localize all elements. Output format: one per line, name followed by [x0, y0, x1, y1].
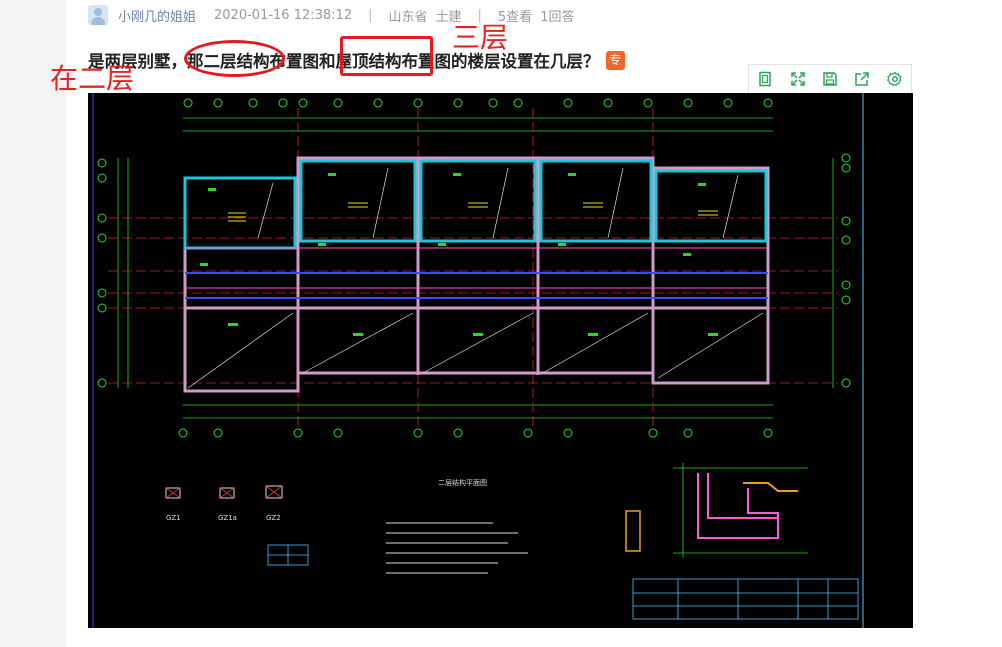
annotation-circle	[184, 40, 285, 77]
column-label-gz1: GZ1	[166, 514, 181, 522]
share-icon[interactable]	[853, 70, 871, 88]
fit-page-icon[interactable]	[756, 70, 774, 88]
pro-badge: 专	[605, 50, 625, 70]
user-avatar[interactable]	[88, 5, 108, 25]
answer-count: 1回答	[540, 9, 575, 25]
post-datetime: 2020-01-16 12:38:12	[214, 7, 353, 23]
location: 山东省	[388, 9, 428, 25]
column-label-gz2: GZ2	[266, 514, 281, 522]
separator: |	[368, 7, 373, 23]
annotation-top-note: 三层	[452, 21, 509, 54]
fullscreen-icon[interactable]	[789, 70, 807, 88]
drawing-legend-label: 二层结构平面图	[438, 478, 487, 487]
annotation-left-note: 在二层	[50, 62, 135, 95]
save-icon[interactable]	[821, 70, 839, 88]
settings-icon[interactable]	[886, 70, 904, 88]
annotation-rectangle	[340, 36, 433, 76]
question-meta: 小刚几的姐姐 2020-01-16 12:38:12 | 山东省 土建 | 5查…	[88, 4, 574, 26]
category[interactable]: 土建	[435, 9, 462, 25]
author-name[interactable]: 小刚几的姐姐	[118, 9, 197, 25]
cad-plan: GZ1 GZ1a GZ2 二层结构平面图	[92, 93, 864, 628]
view-count: 5查看	[497, 9, 533, 25]
separator: |	[477, 7, 482, 23]
image-toolbar	[748, 64, 912, 93]
cad-drawing-image[interactable]: GZ1 GZ1a GZ2 二层结构平面图	[88, 93, 913, 628]
column-label-gz1a: GZ1a	[218, 514, 237, 522]
